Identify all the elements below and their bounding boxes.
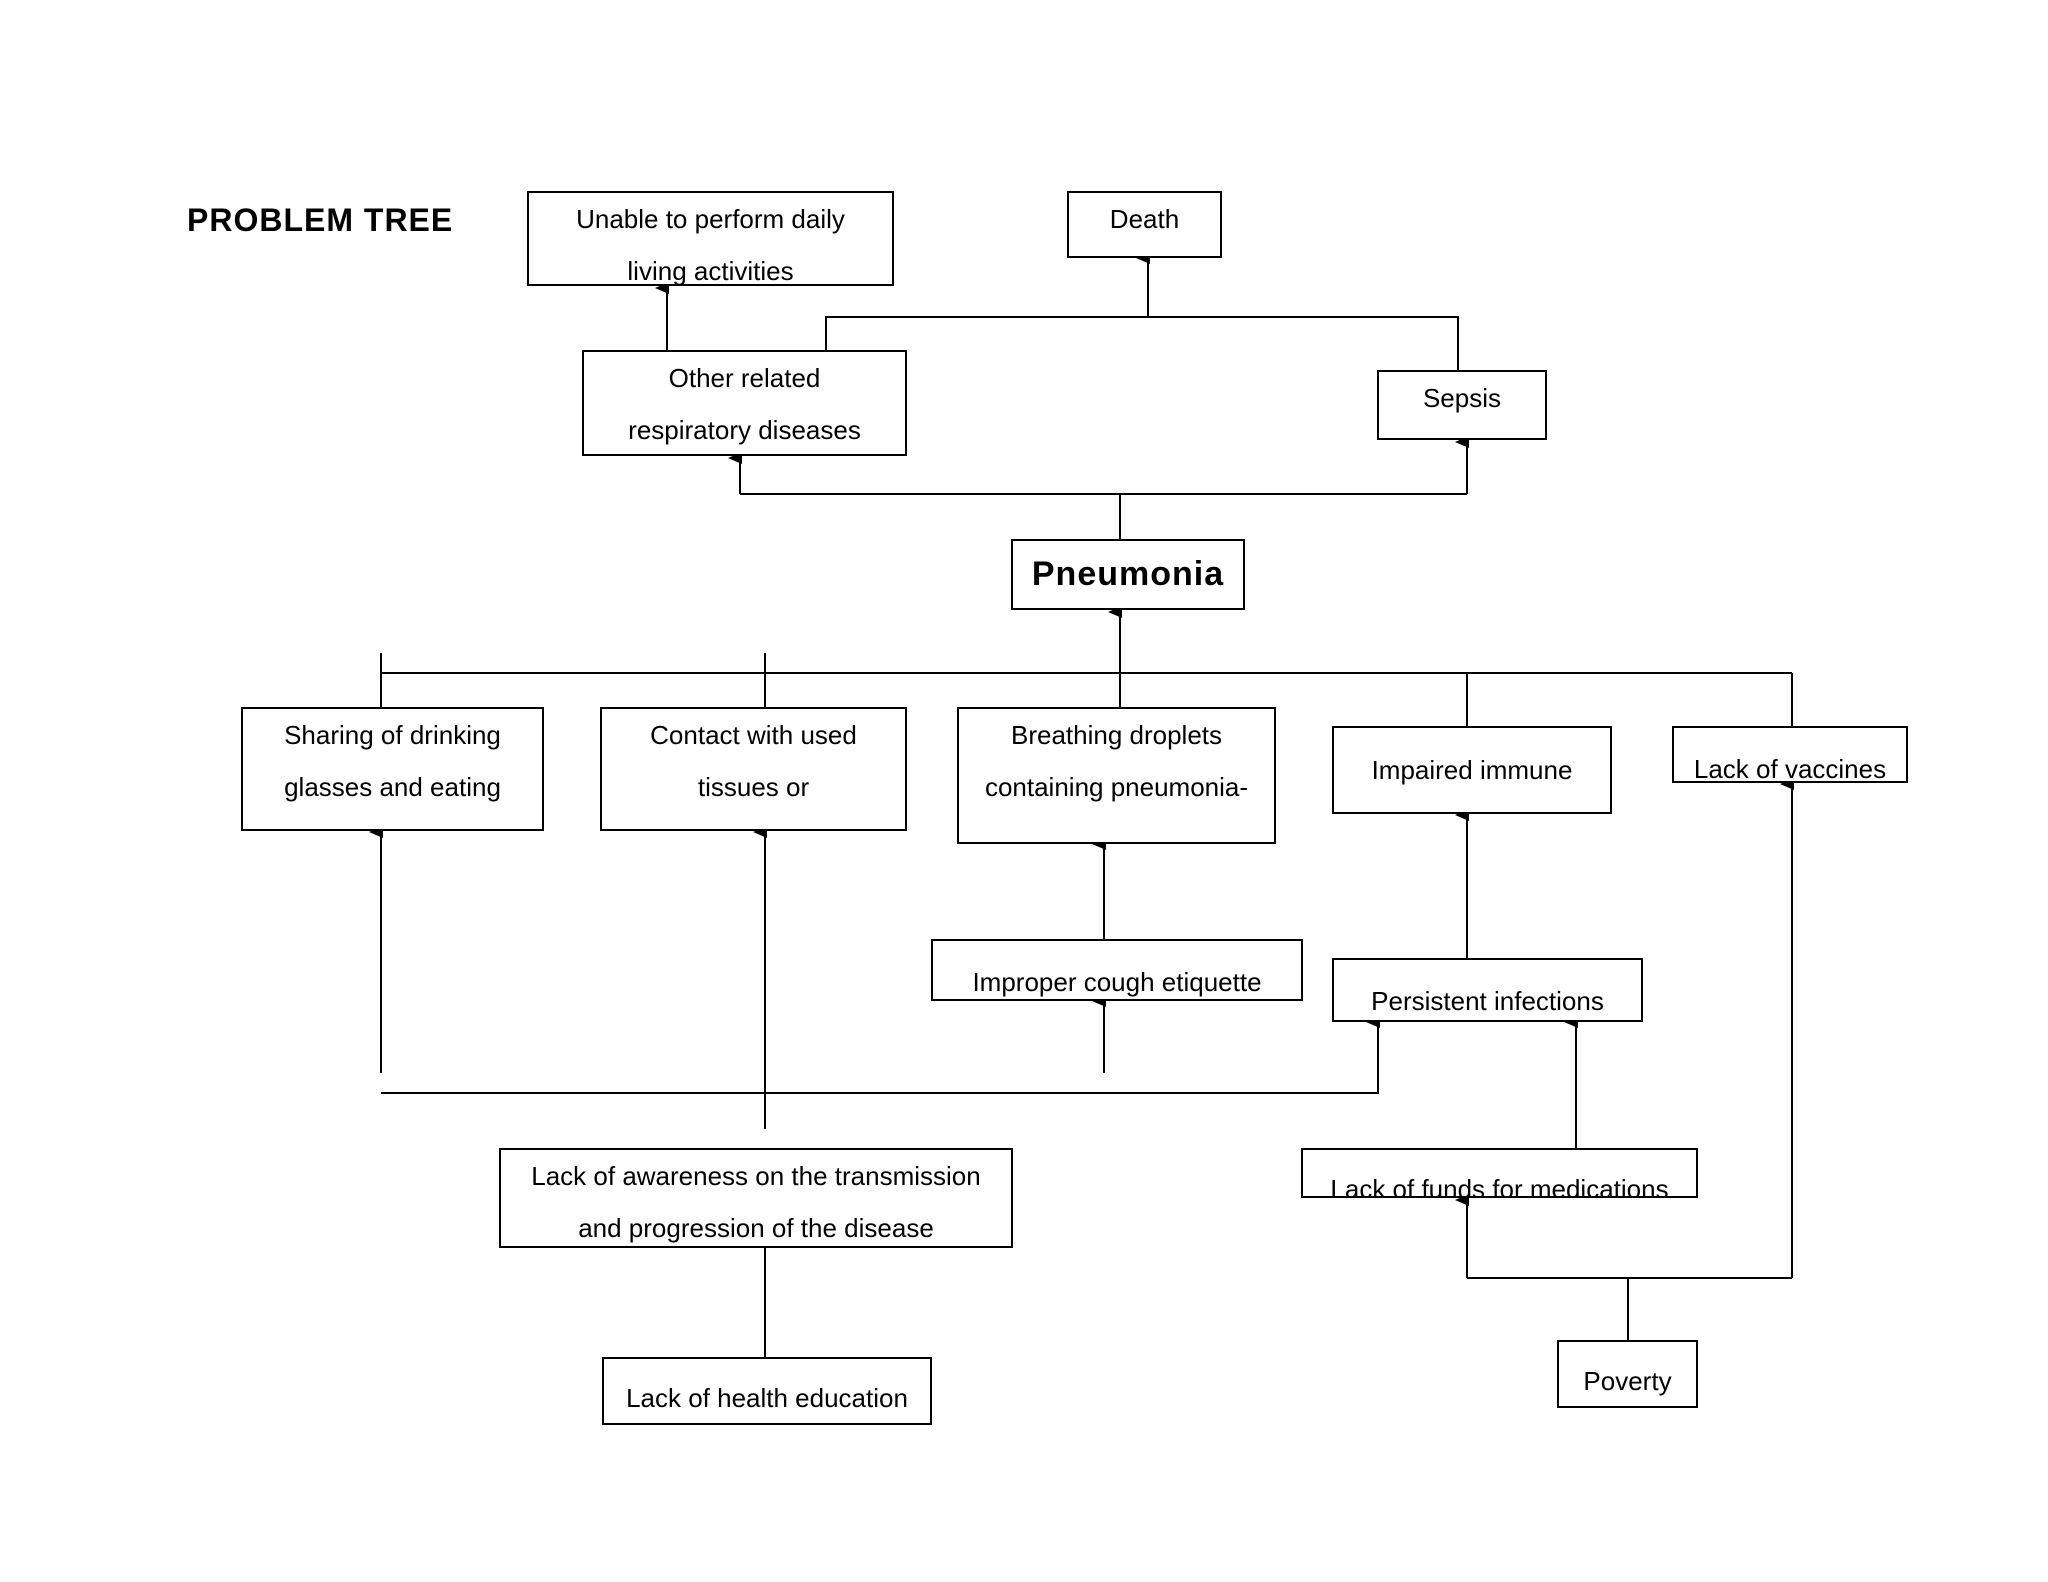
connector-to-death	[825, 316, 1459, 370]
diagram-title: PROBLEM TREE	[187, 202, 454, 238]
node-pneumonia: Pneumonia	[1011, 539, 1245, 610]
node-impaired-immune: Impaired immune	[1332, 726, 1612, 814]
node-lack-of-vaccines: Lack of vaccines	[1672, 726, 1908, 783]
node-death: Death	[1067, 191, 1222, 258]
node-lack-of-health-education: Lack of health education	[602, 1357, 932, 1425]
node-lack-of-funds: Lack of funds for medications	[1301, 1148, 1698, 1198]
node-improper-cough: Improper cough etiquette	[931, 939, 1303, 1001]
connector-bottom-horizontal	[381, 1016, 1380, 1094]
node-persistent-infections: Persistent infections	[1332, 958, 1643, 1022]
node-sepsis: Sepsis	[1377, 370, 1547, 440]
node-poverty: Poverty	[1557, 1340, 1698, 1408]
